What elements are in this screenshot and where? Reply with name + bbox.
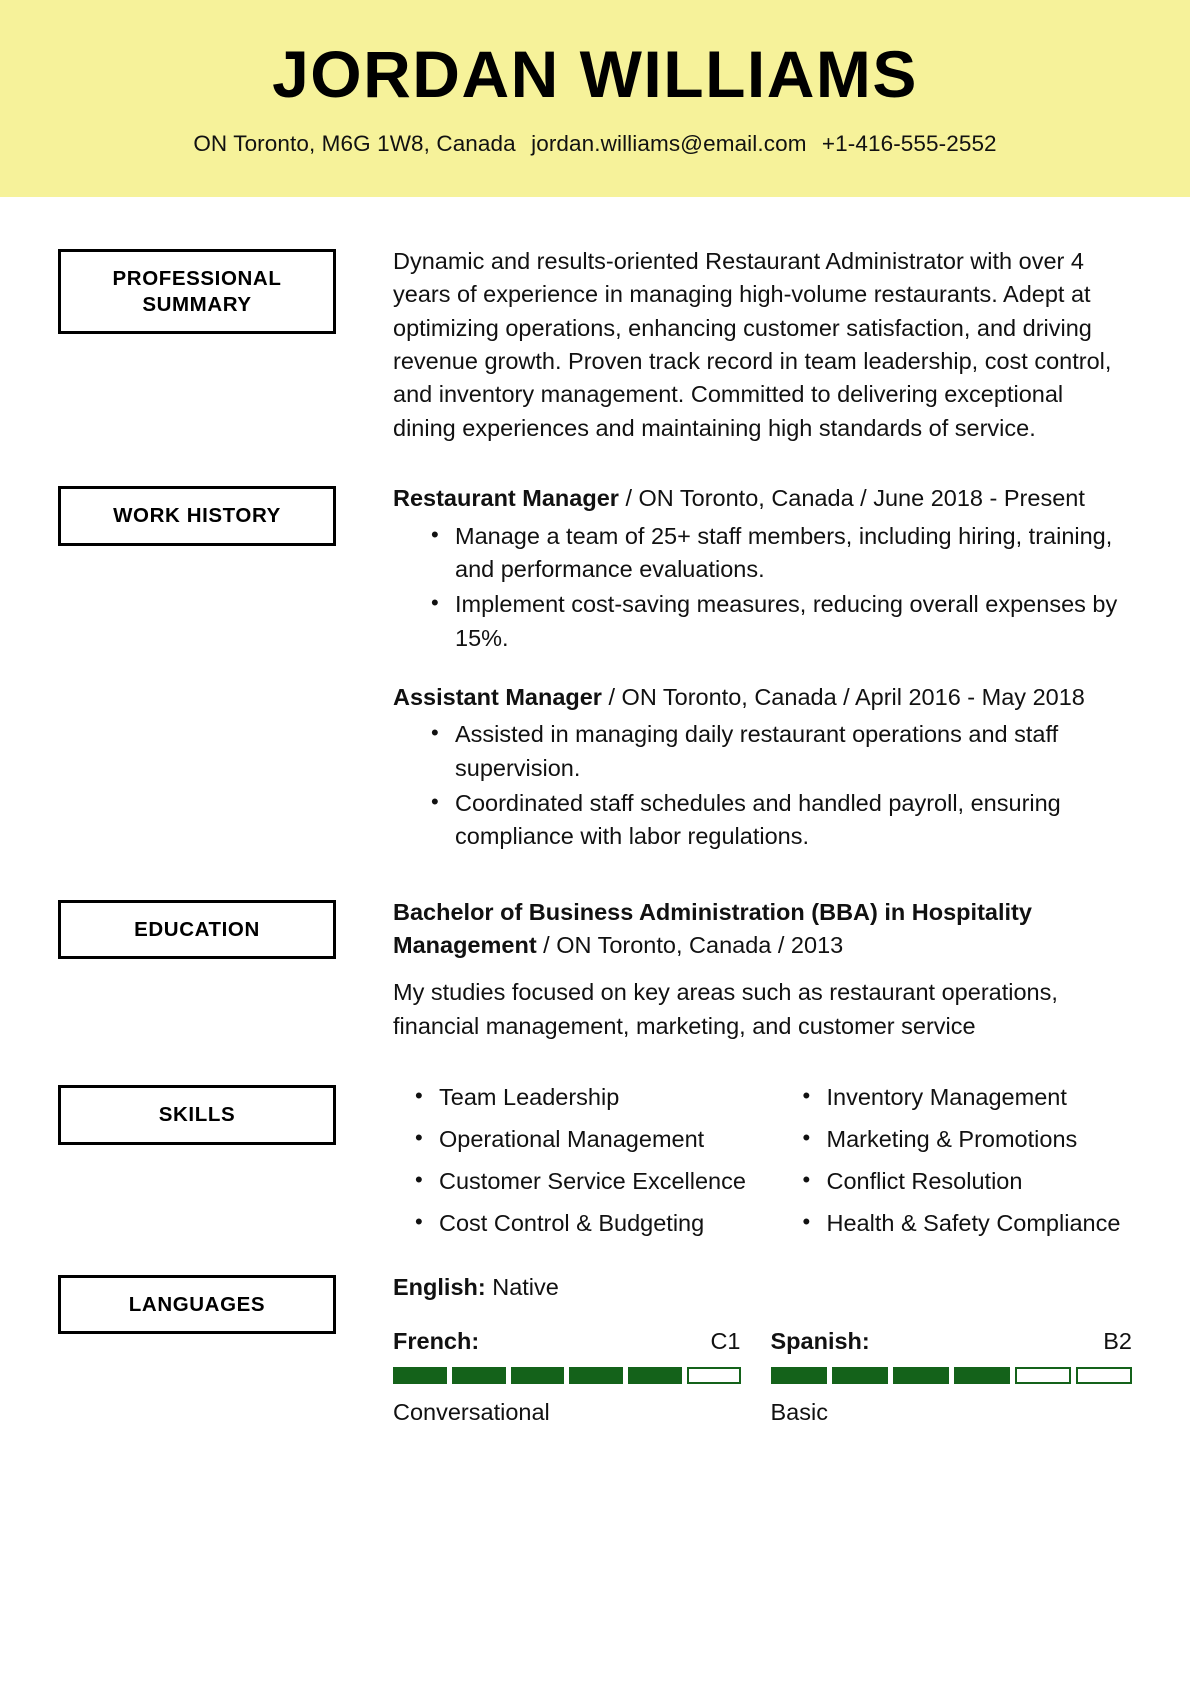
level-segment (686, 1367, 741, 1385)
list-item: Assisted in managing daily restaurant op… (431, 717, 1132, 785)
level-segment (953, 1367, 1010, 1385)
work-history-label-col: WORK HISTORY (58, 482, 336, 546)
language-spanish-description: Basic (770, 1399, 828, 1426)
list-item: Coordinated staff schedules and handled … (431, 786, 1132, 854)
language-native-row: English: Native (393, 1271, 1132, 1304)
level-segment (1014, 1367, 1071, 1385)
contact-email[interactable]: jordan.williams@email.com (531, 131, 807, 157)
level-segment (892, 1367, 949, 1385)
work-entry: Assistant Manager / ON Toronto, Canada /… (393, 681, 1132, 854)
contact-line: ON Toronto, M6G 1W8, Canada jordan.willi… (0, 131, 1190, 157)
skills-label-text: SKILLS (158, 1103, 236, 1127)
list-item: Operational Management (415, 1122, 763, 1157)
work-entry-title: Assistant Manager (393, 683, 602, 710)
skills-list-left: Team Leadership Operational Management C… (393, 1080, 763, 1241)
resume-header: JORDAN WILLIAMS ON Toronto, M6G 1W8, Can… (0, 0, 1190, 197)
education-meta: / ON Toronto, Canada / 2013 (536, 932, 844, 959)
work-history-content: Restaurant Manager / ON Toronto, Canada … (336, 482, 1132, 856)
level-segment (451, 1367, 506, 1385)
skills-list-right: Inventory Management Marketing & Promoti… (781, 1080, 1133, 1241)
section-label-work-history: WORK HISTORY (58, 486, 336, 546)
language-native-level: Native (492, 1273, 559, 1300)
list-item: Conflict Resolution (803, 1164, 1133, 1199)
work-entry-title: Restaurant Manager (393, 485, 619, 512)
work-entry-meta: / ON Toronto, Canada / April 2016 - May … (601, 683, 1085, 710)
section-skills: SKILLS Team Leadership Operational Manag… (58, 1080, 1133, 1248)
skills-content: Team Leadership Operational Management C… (336, 1080, 1133, 1248)
section-languages: LANGUAGES English: Native French: C1 (58, 1271, 1132, 1428)
education-content: Bachelor of Business Administration (BBA… (336, 896, 1132, 1043)
resume-body: PROFESSIONAL SUMMARY Dynamic and results… (0, 245, 1190, 1428)
skills-column-left: Team Leadership Operational Management C… (393, 1080, 763, 1248)
languages-label-col: LANGUAGES (58, 1271, 336, 1335)
summary-text: Dynamic and results-oriented Restaurant … (393, 248, 1112, 441)
language-item-spanish: Spanish: B2 Basic (763, 1326, 1133, 1428)
education-description: My studies focused on key areas such as … (393, 979, 1058, 1039)
contact-phone[interactable]: +1-416-555-2552 (821, 131, 997, 157)
section-education: EDUCATION Bachelor of Business Administr… (58, 896, 1132, 1043)
work-entry: Restaurant Manager / ON Toronto, Canada … (393, 482, 1132, 655)
language-spanish-cefr: B2 (1103, 1327, 1132, 1354)
work-entry-meta: / ON Toronto, Canada / June 2018 - Prese… (618, 485, 1085, 512)
summary-label-line1: PROFESSIONAL (112, 267, 282, 290)
level-segment (1075, 1367, 1132, 1385)
skills-column-right: Inventory Management Marketing & Promoti… (763, 1080, 1133, 1248)
list-item: Health & Safety Compliance (803, 1206, 1133, 1241)
list-item: Cost Control & Budgeting (415, 1206, 763, 1241)
level-segment (510, 1367, 565, 1385)
language-french-level-bar (393, 1367, 741, 1385)
section-professional-summary: PROFESSIONAL SUMMARY Dynamic and results… (58, 245, 1132, 445)
education-heading: Bachelor of Business Administration (BBA… (393, 896, 1132, 963)
level-segment (569, 1367, 623, 1385)
languages-content: English: Native French: C1 (336, 1271, 1132, 1428)
list-item: Implement cost-saving measures, reducing… (431, 587, 1132, 655)
work-entry-bullets: Manage a team of 25+ staff members, incl… (393, 519, 1132, 655)
work-entry-bullets: Assisted in managing daily restaurant op… (393, 717, 1132, 854)
skills-label-col: SKILLS (58, 1081, 336, 1145)
language-french-cefr: C1 (710, 1327, 741, 1354)
section-work-history: WORK HISTORY Restaurant Manager / ON Tor… (58, 482, 1132, 856)
list-item: Team Leadership (415, 1080, 763, 1115)
section-label-professional-summary: PROFESSIONAL SUMMARY (58, 249, 336, 335)
level-segment (393, 1367, 447, 1385)
language-spanish-header: Spanish: B2 (771, 1326, 1133, 1357)
work-entry-heading: Assistant Manager / ON Toronto, Canada /… (393, 681, 1132, 714)
language-french-name: French: (393, 1327, 480, 1354)
skills-grid: Team Leadership Operational Management C… (393, 1080, 1133, 1248)
education-degree: Bachelor of Business Administration (BBA… (393, 898, 1032, 959)
contact-location: ON Toronto, M6G 1W8, Canada (193, 131, 516, 157)
section-label-skills: SKILLS (58, 1085, 336, 1145)
summary-content: Dynamic and results-oriented Restaurant … (336, 245, 1132, 445)
page-title: JORDAN WILLIAMS (272, 37, 918, 111)
summary-label-line2: SUMMARY (142, 292, 252, 316)
language-native-name: English: (393, 1273, 486, 1300)
languages-label-text: LANGUAGES (128, 1292, 266, 1316)
list-item: Manage a team of 25+ staff members, incl… (431, 519, 1132, 587)
language-french-header: French: C1 (393, 1326, 741, 1357)
level-segment (831, 1367, 888, 1385)
level-segment (628, 1367, 682, 1385)
list-item: Customer Service Excellence (415, 1164, 763, 1199)
level-segment (770, 1367, 827, 1385)
section-label-education: EDUCATION (58, 899, 336, 960)
list-item: Inventory Management (803, 1080, 1133, 1115)
language-spanish-name: Spanish: (770, 1327, 870, 1354)
list-item: Marketing & Promotions (803, 1122, 1133, 1157)
language-french-description: Conversational (393, 1399, 550, 1426)
education-label-text: EDUCATION (134, 917, 260, 941)
language-item-french: French: C1 Conversational (393, 1326, 763, 1428)
work-entry-heading: Restaurant Manager / ON Toronto, Canada … (393, 482, 1132, 515)
language-rated-grid: French: C1 Conversational (393, 1326, 1132, 1428)
section-label-languages: LANGUAGES (58, 1274, 336, 1335)
summary-label-col: PROFESSIONAL SUMMARY (58, 245, 336, 335)
education-label-col: EDUCATION (58, 896, 336, 960)
language-spanish-level-bar (770, 1367, 1133, 1385)
work-history-label-text: WORK HISTORY (113, 504, 281, 528)
